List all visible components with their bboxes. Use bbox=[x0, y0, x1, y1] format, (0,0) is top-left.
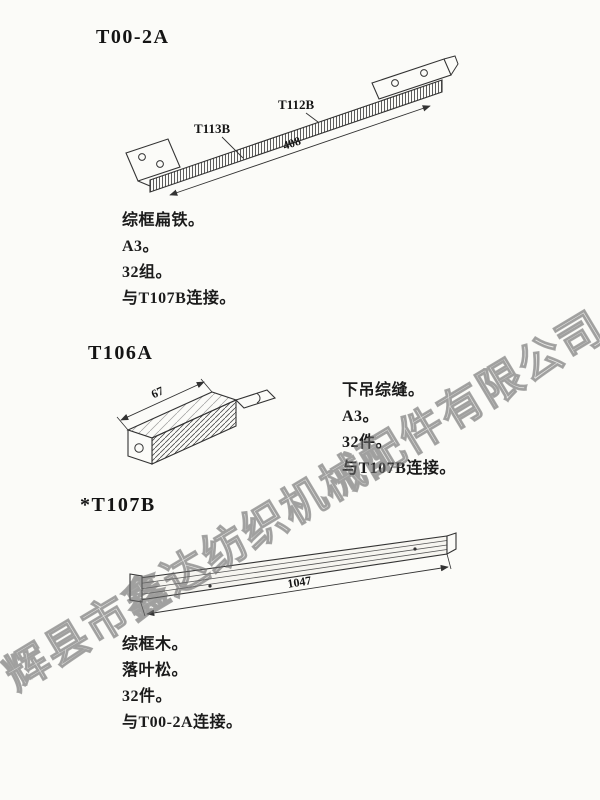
slat-left-cap bbox=[129, 573, 143, 603]
part-label-t112b: T112B bbox=[278, 97, 314, 112]
leader-t112b: T112B bbox=[278, 97, 319, 123]
mounting-hole bbox=[420, 69, 428, 77]
block-end-face bbox=[127, 429, 153, 465]
block-body bbox=[126, 391, 238, 465]
dimension-label-1047: 1047 bbox=[286, 573, 312, 591]
hook-tab bbox=[234, 389, 277, 409]
note-line: A3。 bbox=[122, 238, 160, 255]
part-label-t113b: T113B bbox=[194, 121, 230, 136]
part-heading-t106a: T106A bbox=[88, 342, 154, 364]
dimension-408: 408 bbox=[169, 105, 431, 196]
note-line: 32组。 bbox=[122, 264, 173, 281]
mounting-hole bbox=[138, 153, 146, 161]
note-line: 与T107B连接。 bbox=[122, 290, 236, 307]
note-line: 下吊综缝。 bbox=[342, 382, 425, 399]
slat-hole bbox=[413, 547, 417, 551]
note-line: 落叶松。 bbox=[122, 662, 189, 679]
notes-t106a: 下吊综缝。 A3。 32件。 与T107B连接。 bbox=[342, 382, 456, 486]
notes-t107b: 综框木。 落叶松。 32件。 与T00-2A连接。 bbox=[122, 636, 243, 740]
dimension-1047: 1047 bbox=[139, 553, 452, 617]
figure-t00-2a-drawing: T113B T112B 408 bbox=[125, 55, 459, 196]
right-end-bracket bbox=[371, 55, 459, 100]
note-line: 与T107B连接。 bbox=[342, 460, 456, 477]
note-line: 32件。 bbox=[122, 688, 173, 705]
slat-right-cap bbox=[446, 532, 457, 555]
part-heading-t107b: *T107B bbox=[80, 494, 156, 516]
part-heading-t00-2a: T00-2A bbox=[96, 26, 170, 48]
note-line: 综框扁铁。 bbox=[122, 212, 205, 229]
note-line: 32件。 bbox=[342, 434, 393, 451]
note-line: A3。 bbox=[342, 408, 380, 425]
dimension-67: 67 bbox=[116, 378, 213, 431]
end-hole bbox=[134, 443, 144, 453]
figure-t107b-drawing: 1047 bbox=[129, 532, 457, 617]
slat-hole bbox=[208, 584, 212, 588]
figure-t106a-drawing: 67 bbox=[116, 378, 277, 465]
dimension-label-67: 67 bbox=[149, 384, 166, 402]
mounting-hole bbox=[156, 160, 164, 168]
dimension-label-408: 408 bbox=[281, 134, 303, 153]
note-line: 与T00-2A连接。 bbox=[122, 714, 243, 731]
notes-t00-2a: 综框扁铁。 A3。 32组。 与T107B连接。 bbox=[122, 212, 236, 316]
mounting-hole bbox=[391, 79, 399, 87]
note-line: 综框木。 bbox=[122, 636, 189, 653]
